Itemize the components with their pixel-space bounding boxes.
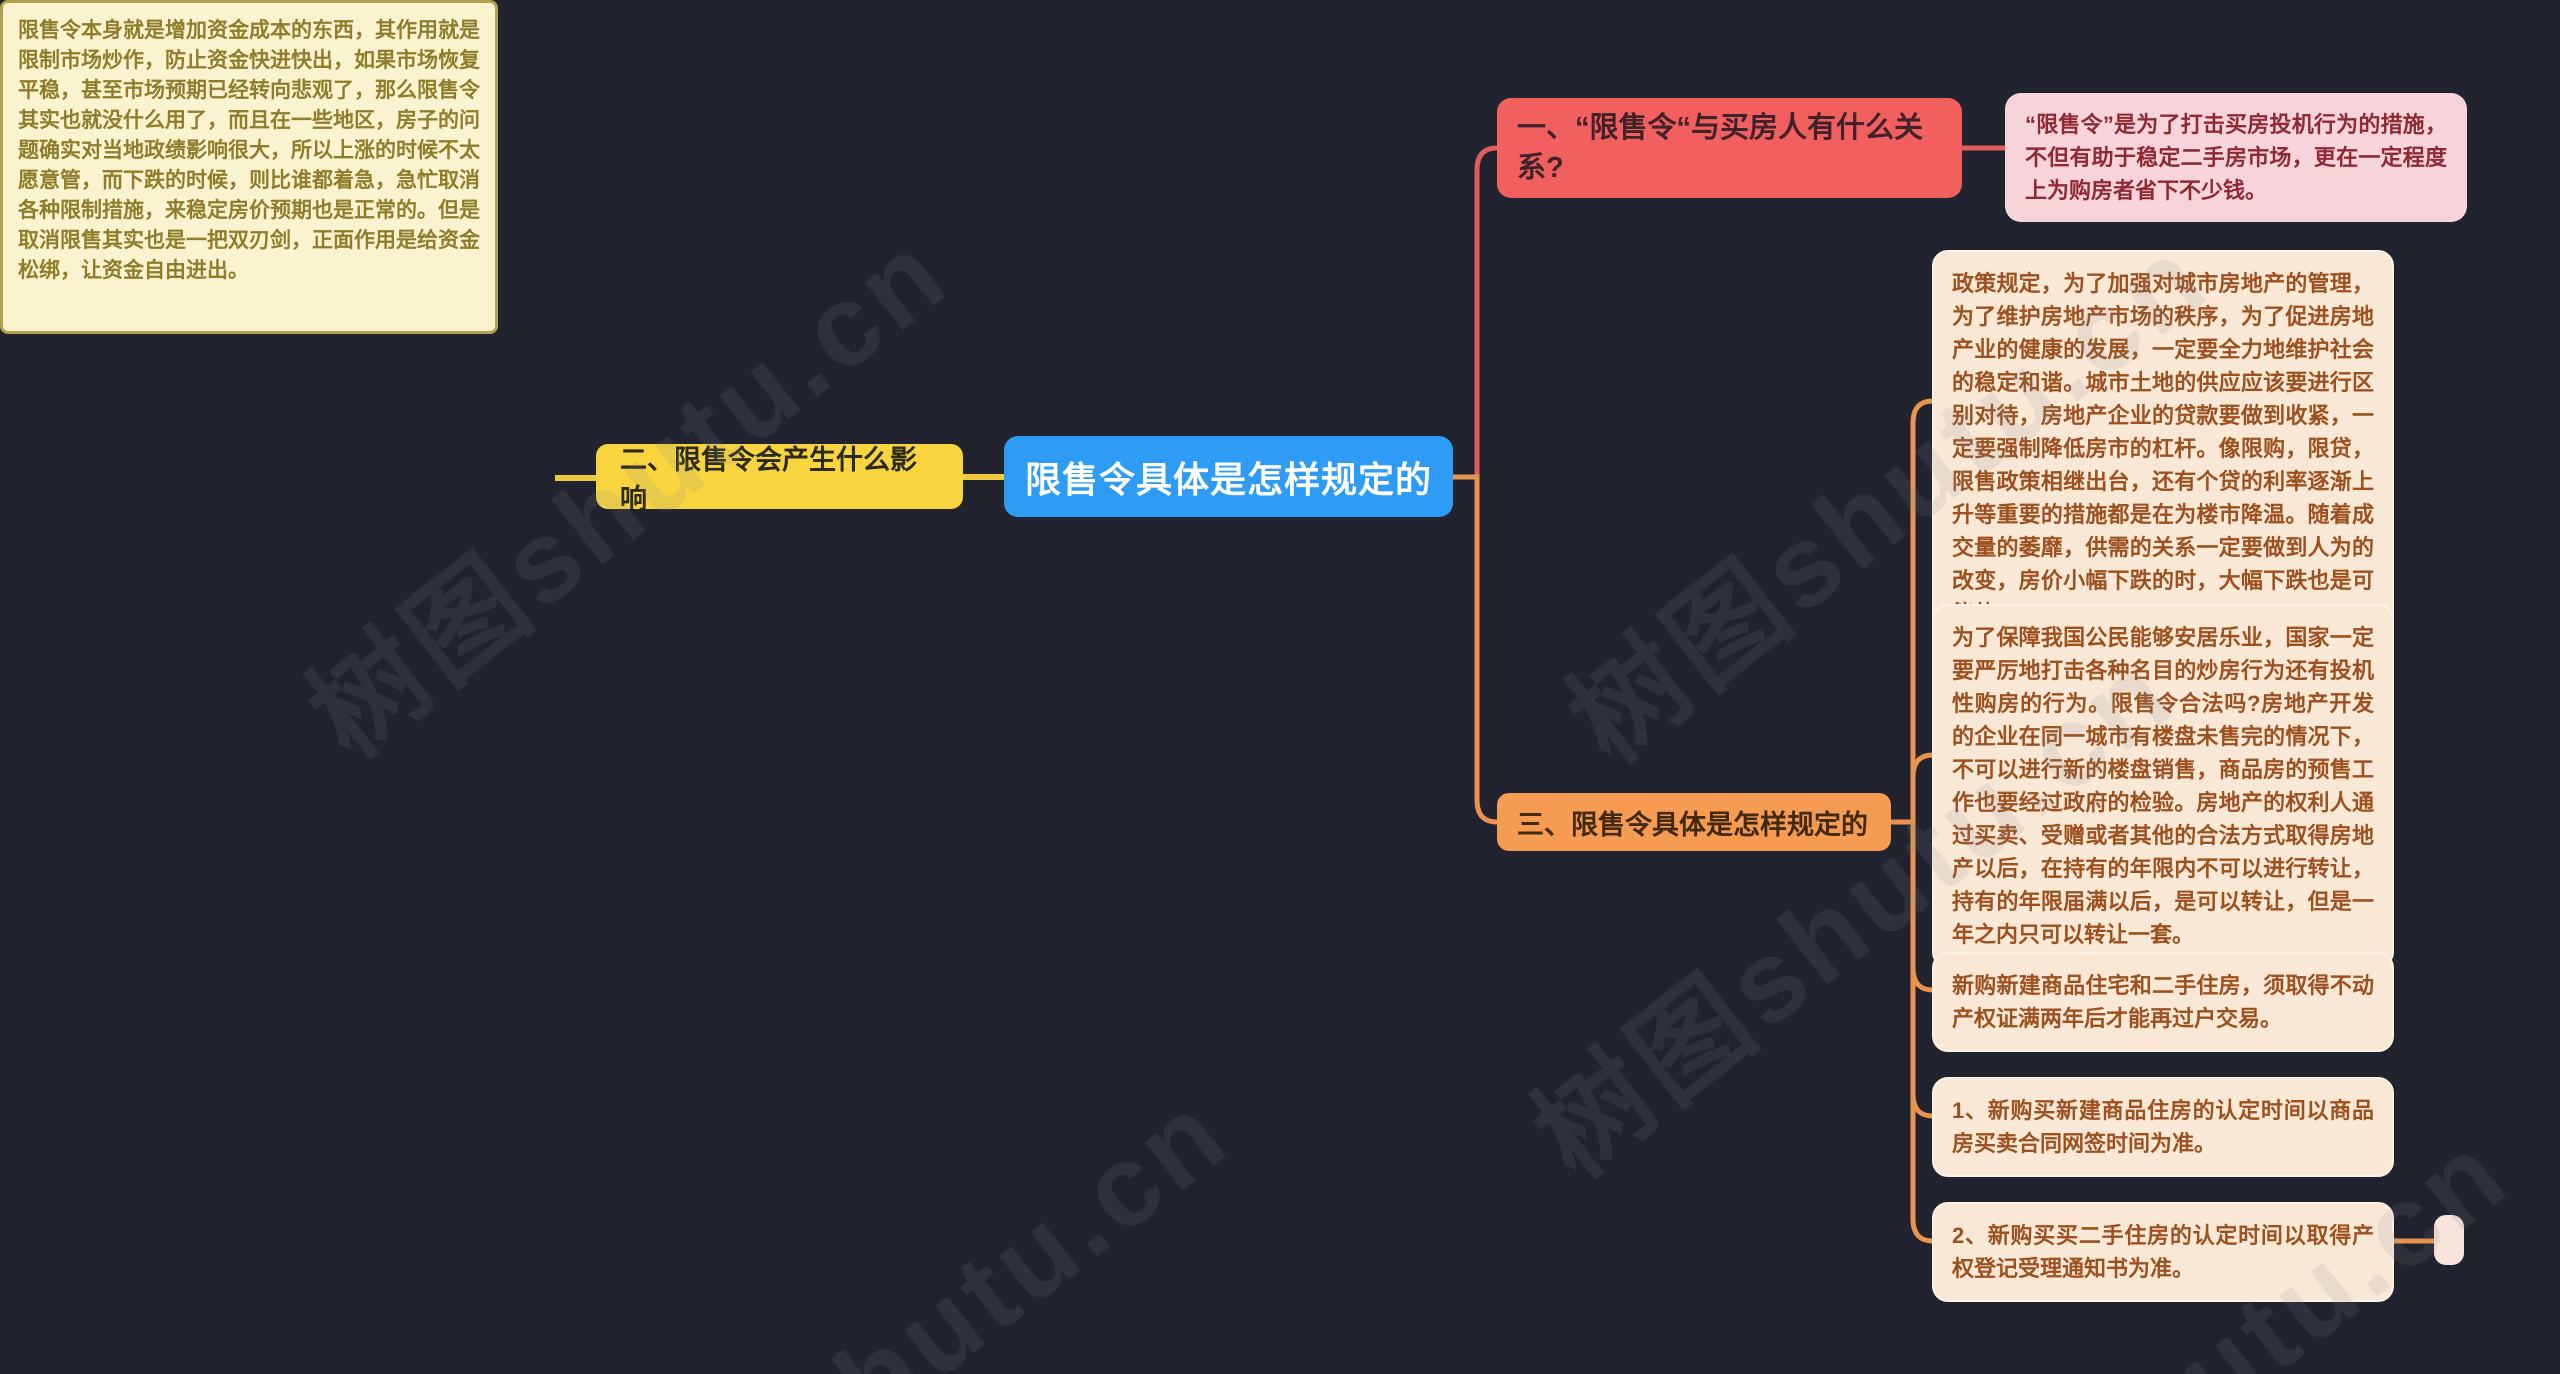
branch-three-topic[interactable]: 三、限售令具体是怎样规定的 — [1497, 793, 1891, 851]
branch-one-topic[interactable]: 一、“限售令“与买房人有什么关系? — [1497, 98, 1962, 198]
branch-three-note-item2[interactable]: 2、新购买买二手住房的认定时间以取得产权登记受理通知书为准。 — [1932, 1202, 2394, 1302]
branch-two-note[interactable]: 限售令本身就是增加资金成本的东西，其作用就是限制市场炒作，防止资金快进快出，如果… — [0, 0, 498, 334]
collapsed-child-stub[interactable] — [2434, 1215, 2464, 1265]
branch-three-label: 三、限售令具体是怎样规定的 — [1517, 809, 1868, 840]
branch-one-label: 一、“限售令“与买房人有什么关系? — [1517, 112, 1924, 184]
note-text: 2、新购买买二手住房的认定时间以取得产权登记受理通知书为准。 — [1952, 1223, 2374, 1281]
branch-three-note-item1[interactable]: 1、新购买新建商品住房的认定时间以商品房买卖合同网签时间为准。 — [1932, 1077, 2394, 1177]
note-text: 新购新建商品住宅和二手住房，须取得不动产权证满两年后才能再过户交易。 — [1952, 973, 2374, 1031]
branch-one-note-text: “限售令”是为了打击买房投机行为的措施，不但有助于稳定二手房市场，更在一定程度上… — [2025, 112, 2447, 203]
root-topic[interactable]: 限售令具体是怎样规定的 — [1004, 436, 1453, 517]
note-text: 1、新购买新建商品住房的认定时间以商品房买卖合同网签时间为准。 — [1952, 1098, 2374, 1156]
note-text: 为了保障我国公民能够安居乐业，国家一定要严厉地打击各种名目的炒房行为还有投机性购… — [1952, 625, 2374, 947]
branch-three-note-legal[interactable]: 为了保障我国公民能够安居乐业，国家一定要严厉地打击各种名目的炒房行为还有投机性购… — [1932, 604, 2394, 968]
root-label: 限售令具体是怎样规定的 — [1024, 458, 1432, 500]
branch-three-note-policy[interactable]: 政策规定，为了加强对城市房地产的管理，为了维护房地产市场的秩序，为了促进房地产业… — [1932, 250, 2394, 647]
branch-two-label: 二、限售令会产生什么影响 — [620, 444, 917, 514]
branch-two-note-text: 限售令本身就是增加资金成本的东西，其作用就是限制市场炒作，防止资金快进快出，如果… — [18, 19, 480, 282]
note-text: 政策规定，为了加强对城市房地产的管理，为了维护房地产市场的秩序，为了促进房地产业… — [1952, 271, 2374, 626]
branch-two-topic[interactable]: 二、限售令会产生什么影响 — [596, 444, 963, 514]
branch-one-note[interactable]: “限售令”是为了打击买房投机行为的措施，不但有助于稳定二手房市场，更在一定程度上… — [2005, 93, 2467, 222]
branch-three-note-transfer[interactable]: 新购新建商品住宅和二手住房，须取得不动产权证满两年后才能再过户交易。 — [1932, 952, 2394, 1052]
